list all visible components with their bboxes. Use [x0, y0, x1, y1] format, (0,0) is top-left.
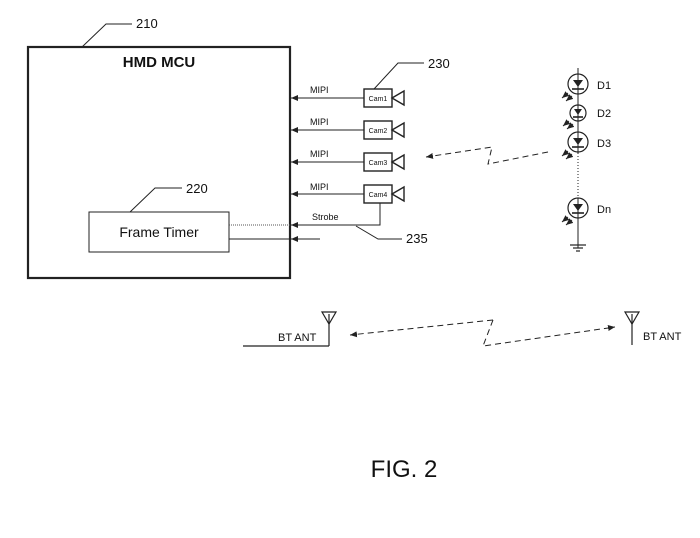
- camera-lens-icon: [390, 153, 405, 171]
- led-chain: D1 D2 D3 Dn: [561, 68, 611, 252]
- ref-235: 235: [406, 231, 428, 246]
- camera-3: Cam3 MIPI: [291, 149, 405, 172]
- frame-timer-block: Frame Timer 220: [88, 181, 290, 253]
- mipi-label: MIPI: [310, 182, 329, 192]
- camera-label: Cam4: [369, 192, 388, 199]
- camera-label: Cam1: [369, 96, 388, 103]
- frame-timer-label: Frame Timer: [119, 224, 199, 240]
- camera-label: Cam3: [369, 160, 388, 167]
- ref-leader-230: [373, 62, 424, 90]
- mcu-block: HMD MCU 210: [26, 16, 292, 280]
- mipi-label: MIPI: [310, 85, 329, 95]
- camera-1: Cam1 MIPI: [291, 85, 405, 108]
- camera-lens-icon: [390, 185, 405, 203]
- led-d2: D2: [562, 104, 611, 130]
- ground-icon: [570, 244, 586, 252]
- frame-timer-box: [88, 211, 230, 253]
- bt-link-right-arrow: [482, 319, 616, 347]
- led-dn: Dn: [561, 197, 611, 226]
- strobe-label: Strobe: [312, 212, 339, 222]
- optical-link: [425, 146, 549, 165]
- antenna-label: BT ANT: [278, 332, 317, 344]
- bt-link-left-arrow: [349, 319, 494, 338]
- figure-caption: FIG. 2: [371, 456, 438, 483]
- ref-leader-235: [355, 225, 402, 240]
- mipi-label: MIPI: [310, 149, 329, 159]
- bt-antenna-right: BT ANT: [623, 311, 682, 345]
- camera-4: Cam4 MIPI: [291, 182, 405, 204]
- ref-220: 220: [186, 181, 208, 196]
- mcu-title: HMD MCU: [123, 54, 196, 71]
- ref-230: 230: [428, 56, 450, 71]
- ref-210: 210: [136, 16, 158, 31]
- led-d1: D1: [561, 73, 611, 102]
- led-label: D1: [597, 80, 611, 92]
- strobe-line: [291, 203, 381, 228]
- antenna-label: BT ANT: [643, 331, 682, 343]
- led-label: D2: [597, 108, 611, 120]
- camera-group: Cam1 MIPI Cam2 MIPI Cam3 MIPI Cam4 MIPI …: [291, 56, 450, 204]
- led-d3: D3: [561, 131, 611, 160]
- camera-lens-icon: [390, 121, 405, 139]
- ref-leader-210: [81, 23, 132, 48]
- camera-label: Cam2: [369, 128, 388, 135]
- antenna-icon: [623, 311, 641, 326]
- bt-antenna-left: BT ANT: [243, 311, 338, 347]
- mcu-box: [26, 45, 292, 280]
- camera-2: Cam2 MIPI: [291, 117, 405, 140]
- strobe-signal: Strobe 235: [291, 203, 428, 246]
- bt-wireless-link: [349, 319, 616, 347]
- ref-leader-220: [129, 187, 182, 213]
- optical-link-line: [425, 146, 549, 165]
- led-label: D3: [597, 138, 611, 150]
- mipi-label: MIPI: [310, 117, 329, 127]
- antenna-icon: [320, 311, 338, 326]
- camera-lens-icon: [390, 89, 405, 107]
- led-label: Dn: [597, 204, 611, 216]
